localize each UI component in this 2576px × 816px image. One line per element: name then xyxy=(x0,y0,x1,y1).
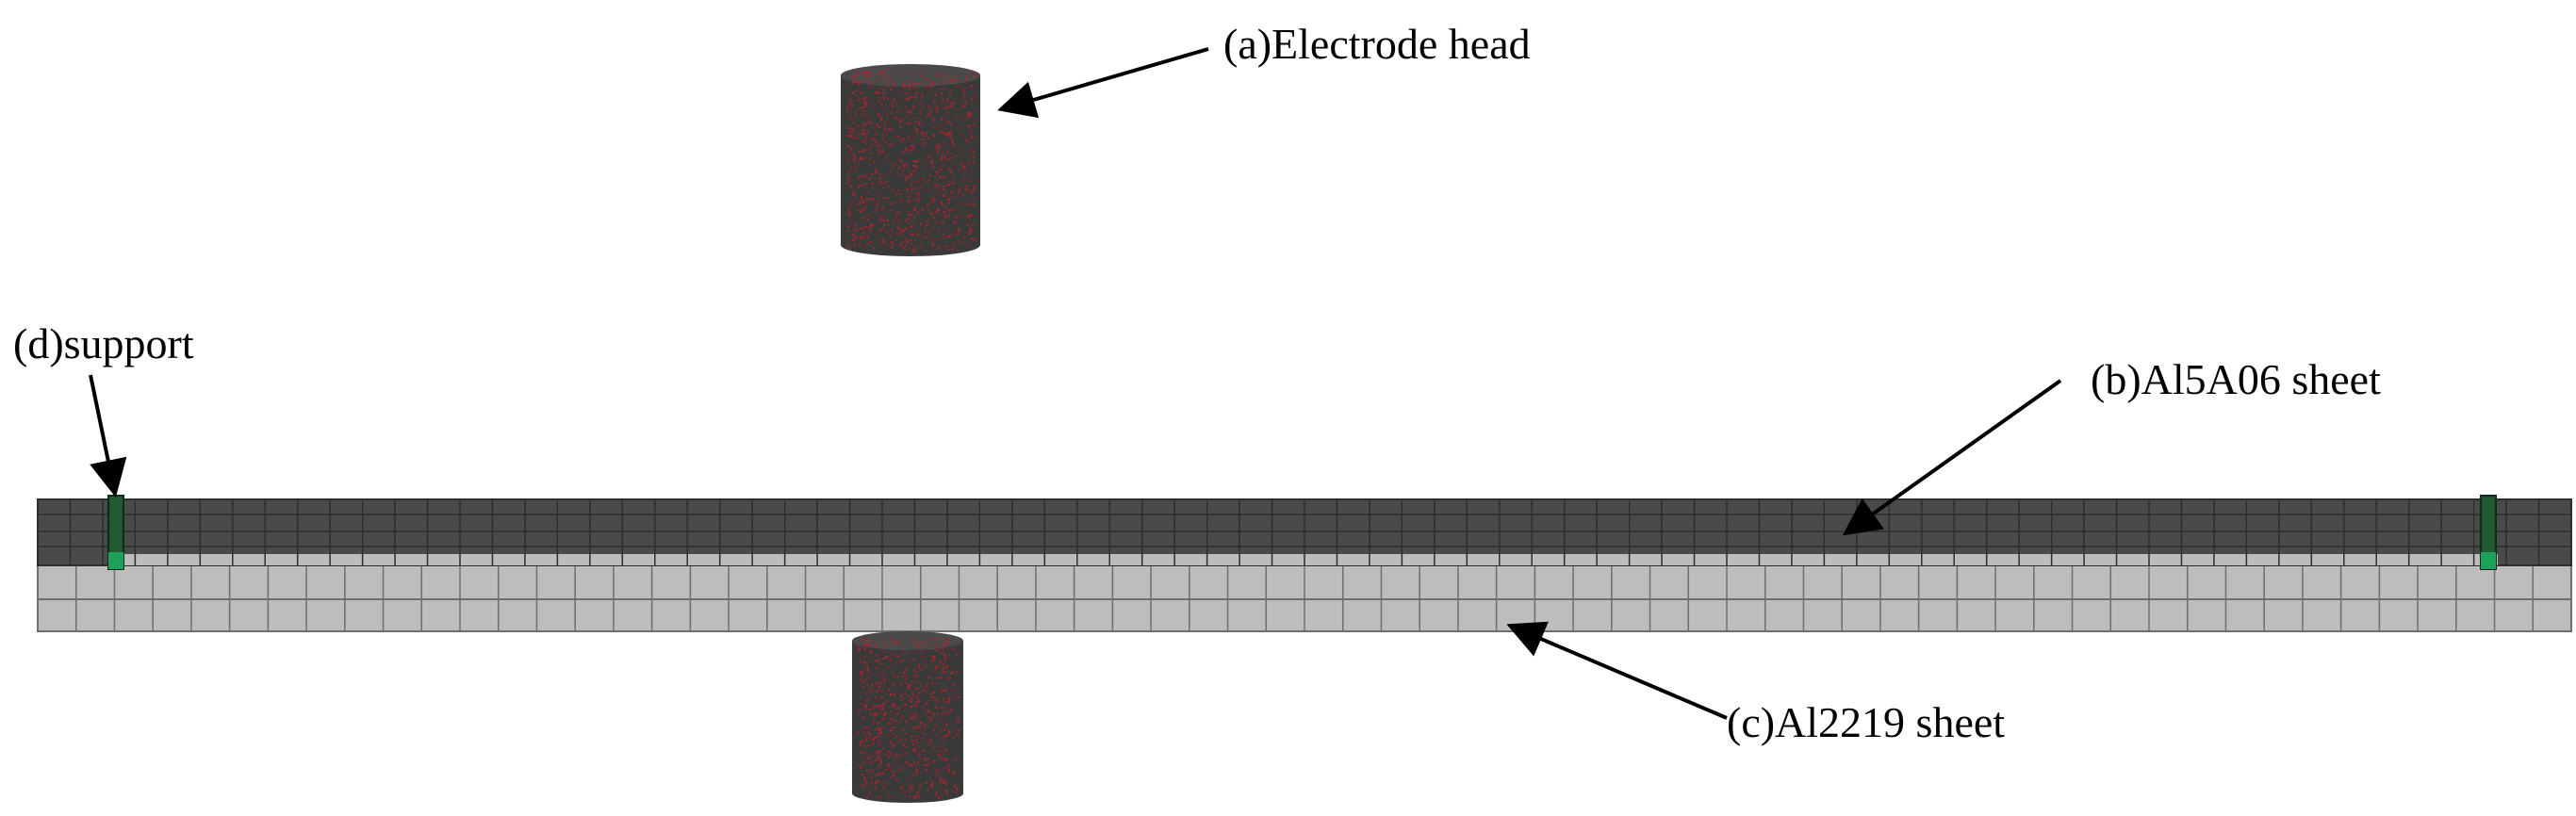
label-al5a06-sheet: (b)Al5A06 sheet xyxy=(1842,355,2381,536)
support-right xyxy=(2480,495,2497,570)
svg-text:(c)Al2219 sheet: (c)Al2219 sheet xyxy=(1727,698,2005,746)
support-left xyxy=(107,495,124,570)
label-electrode-head: (a)Electrode head xyxy=(997,20,1531,119)
lower-electrode xyxy=(852,631,963,803)
upper-electrode xyxy=(841,64,980,256)
al5a06-sheet xyxy=(37,498,2572,566)
al2219-sheet xyxy=(37,564,2572,632)
svg-text:(a)Electrode head: (a)Electrode head xyxy=(1223,20,1531,68)
label-al2219-sheet: (c)Al2219 sheet xyxy=(1506,621,2005,746)
svg-text:(b)Al5A06 sheet: (b)Al5A06 sheet xyxy=(2091,355,2381,403)
svg-text:(d)support: (d)support xyxy=(13,319,194,367)
label-support: (d)support xyxy=(13,319,194,498)
